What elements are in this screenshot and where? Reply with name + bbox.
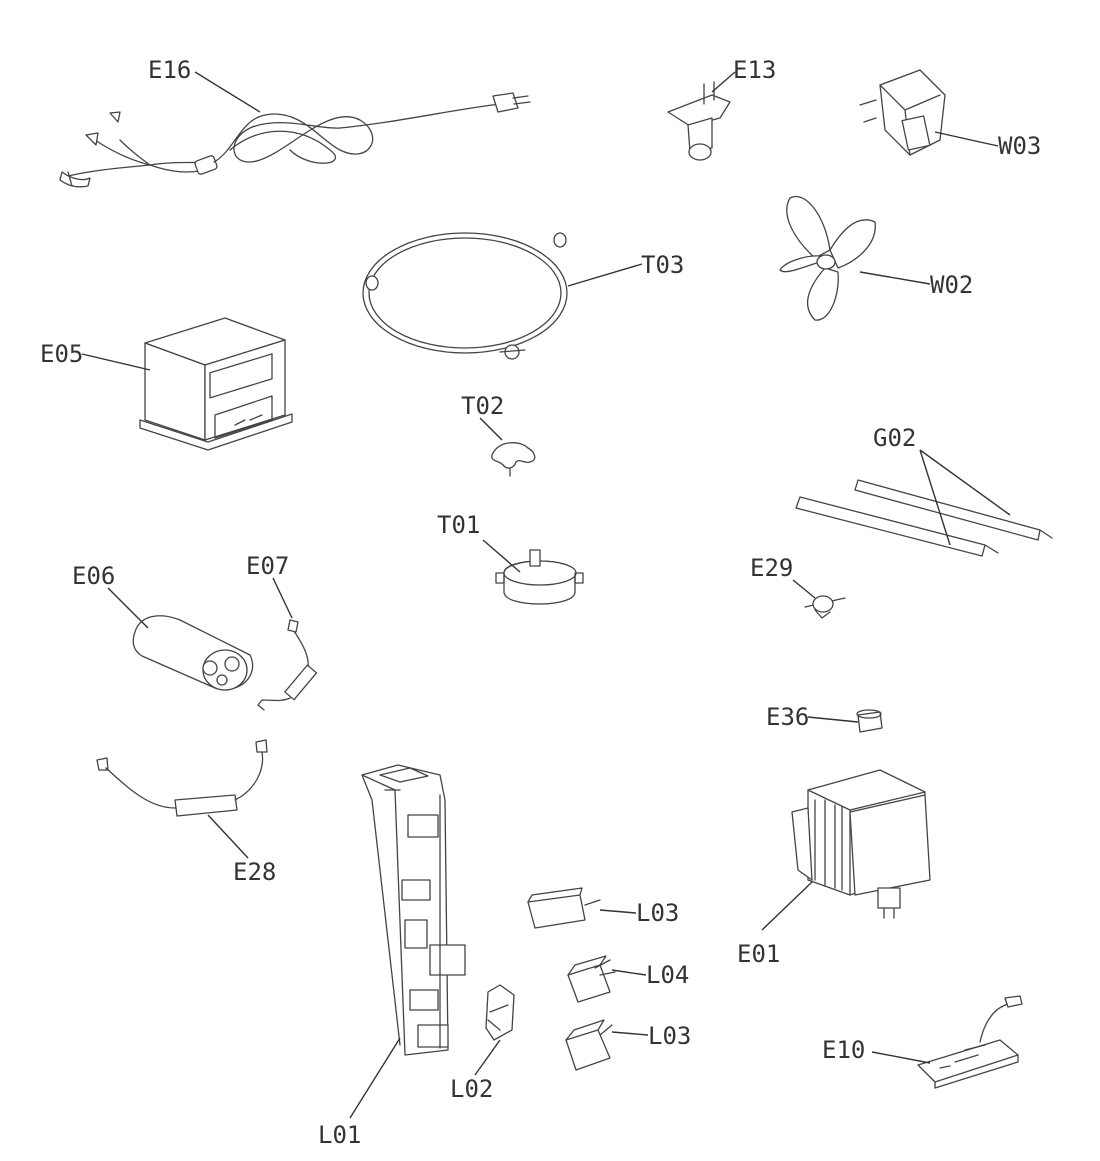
part-e28-hv-fuse [96,739,268,817]
label-l03-upper: L03 [636,899,679,927]
label-e10: E10 [822,1036,865,1064]
part-l03-switch-lower [565,1019,613,1071]
part-e36-fuse [856,709,883,733]
label-l02: L02 [450,1075,493,1103]
label-e36: E36 [766,703,809,731]
label-e29: E29 [750,554,793,582]
label-e28: E28 [233,858,276,886]
part-g02-heater-tubes [795,479,1053,557]
label-l04: L04 [646,961,689,989]
label-e01: E01 [737,940,780,968]
label-l03-lower: L03 [648,1022,691,1050]
part-e29-thermostat [804,595,846,619]
label-w03: W03 [998,132,1041,160]
part-e16-power-cord [59,92,531,188]
label-e13: E13 [733,56,776,84]
part-e06-capacitor [132,615,254,691]
label-e06: E06 [72,562,115,590]
label-e16: E16 [148,56,191,84]
part-w03-fan-motor [859,69,946,156]
part-l04-switch [567,955,616,1003]
label-g02: G02 [873,424,916,452]
label-t03: T03 [641,251,684,279]
label-t01: T01 [437,511,480,539]
part-e05-transformer [139,317,293,451]
part-l03-switch-upper [527,887,601,929]
part-e07-diode [257,619,318,711]
part-l01-latch-bracket [361,764,466,1056]
label-t02: T02 [461,392,504,420]
part-w02-fan-blade [779,195,876,321]
label-l01: L01 [318,1121,361,1149]
part-t01-turntable-motor [495,549,584,605]
part-t02-coupler [491,442,536,477]
label-e05: E05 [40,340,83,368]
label-e07: E07 [246,552,289,580]
part-e10-control-board [917,995,1023,1089]
part-l02-lever [485,984,515,1041]
part-e01-magnetron [791,769,931,919]
part-t03-roller-ring [362,232,568,360]
part-e13-lamp [667,81,731,161]
label-w02: W02 [930,271,973,299]
